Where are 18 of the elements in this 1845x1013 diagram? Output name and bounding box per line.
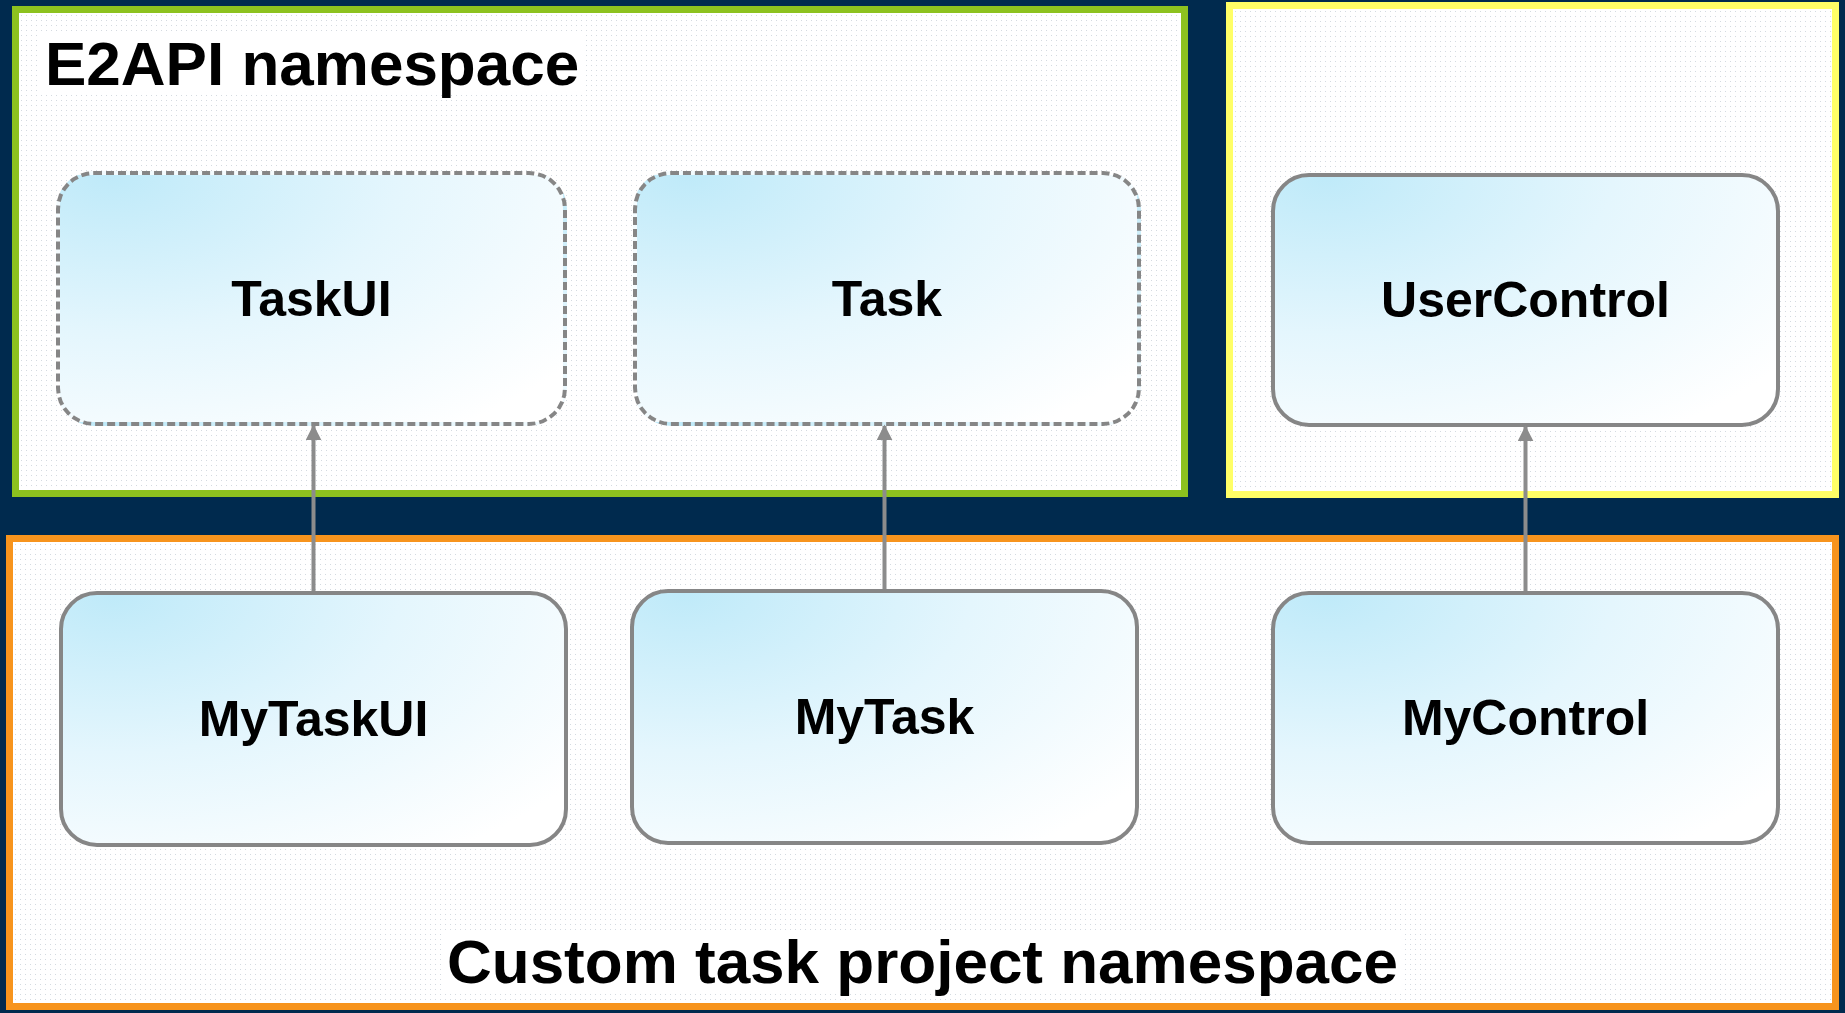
class-name: TaskUI <box>231 269 392 328</box>
class-box <box>630 589 1139 845</box>
namespace-panel <box>12 6 1188 497</box>
class-name: MyTaskUI <box>198 690 429 748</box>
class-name: UserControl <box>1381 271 1670 329</box>
class-box <box>1271 591 1780 845</box>
inheritance-arrow <box>876 424 893 589</box>
inheritance-arrow <box>305 424 322 591</box>
class-name: MyControl <box>1401 689 1650 747</box>
class-name: MyTask <box>794 688 975 746</box>
class-box <box>59 591 568 847</box>
class-box <box>56 171 567 426</box>
namespace-panel <box>1226 2 1839 498</box>
class-box <box>633 171 1141 426</box>
inheritance-arrow <box>1517 425 1534 591</box>
namespace-panel <box>6 535 1839 1010</box>
class-box <box>1271 173 1780 427</box>
class-name: Task <box>831 269 943 328</box>
